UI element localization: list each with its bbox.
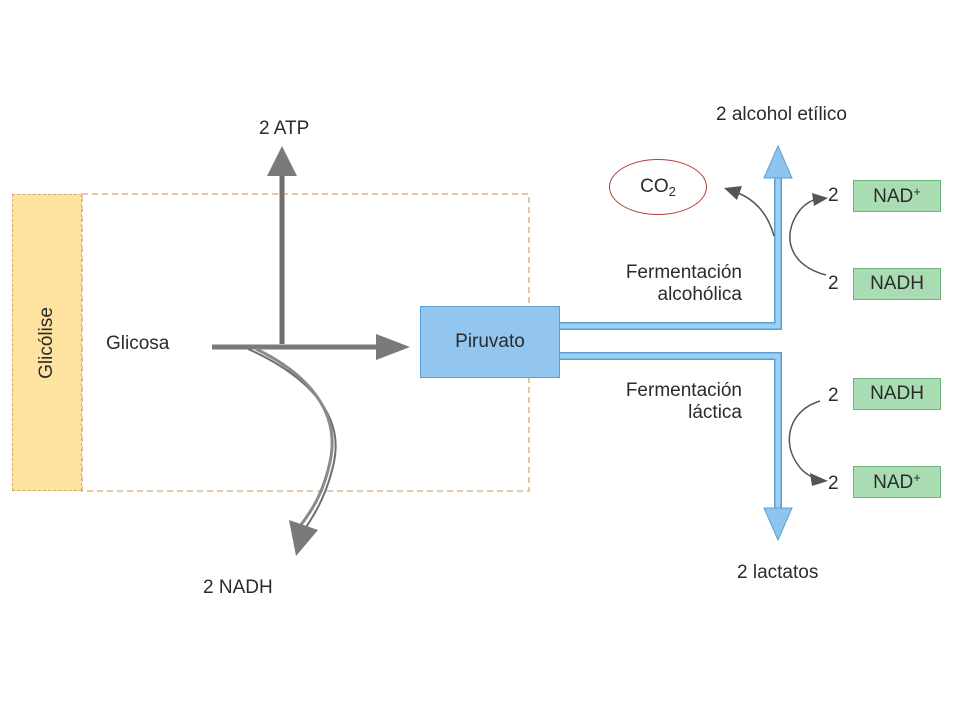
alcoholic-nad-base: NAD [873,186,914,207]
lactic-nadh-coefficient: 2 [828,385,839,406]
lactic-nad-label: NAD+ [873,470,921,494]
alcoholic-nadh-box: NADH [853,268,941,300]
alcoholic-nad-charge: + [913,184,921,199]
alcoholic-product-label: 2 alcohol etílico [716,104,847,125]
lactic-nadh-label: NADH [870,383,924,404]
co2-subscript: 2 [668,183,676,199]
lactic-product-label: 2 lactatos [737,562,819,583]
pyruvate-box: Piruvato [420,306,560,378]
pyruvate-label: Piruvato [455,331,525,352]
lactic-nad-regeneration-arrow [788,400,828,486]
atp-up-arrow [267,146,297,344]
alcoholic-pipe-arrow [560,144,793,330]
co2-base: CO [640,175,669,197]
glycolysis-bar: Glicólise [12,194,82,491]
glucose-label: Glicosa [106,333,170,354]
alcoholic-title: Fermentación alcohólica [560,262,742,306]
glycolysis-label: Glicólise [36,306,57,379]
lactic-title-line2: láctica [688,402,742,423]
alcoholic-nadh-coefficient: 2 [828,273,839,294]
alcoholic-nad-label: NAD+ [873,184,921,208]
alcoholic-title-line1: Fermentación [625,262,742,283]
lactic-pipe-arrow [560,352,793,542]
alcoholic-nad-coefficient: 2 [828,185,839,206]
lactic-nad-coefficient: 2 [828,473,839,494]
lactic-title: Fermentación láctica [560,380,742,424]
co2-release-arrow [724,186,775,237]
lactic-nad-charge: + [913,470,921,485]
lactic-nad-box: NAD+ [853,466,941,498]
nadh-curved-arrow [247,347,337,556]
lactic-nad-base: NAD [873,472,914,493]
co2-ellipse: CO2 [609,159,707,215]
alcoholic-title-line2: alcohólica [657,284,743,305]
atp-label: 2 ATP [259,118,310,139]
glucose-to-pyruvate-arrow [212,334,410,360]
alcoholic-nad-regeneration-arrow [789,193,828,276]
co2-label: CO2 [640,176,676,199]
alcoholic-nadh-label: NADH [870,273,924,294]
lactic-title-line1: Fermentación [625,380,742,401]
lactic-nadh-box: NADH [853,378,941,410]
nadh-glycolysis-label: 2 NADH [203,577,273,598]
alcoholic-nad-box: NAD+ [853,180,941,212]
